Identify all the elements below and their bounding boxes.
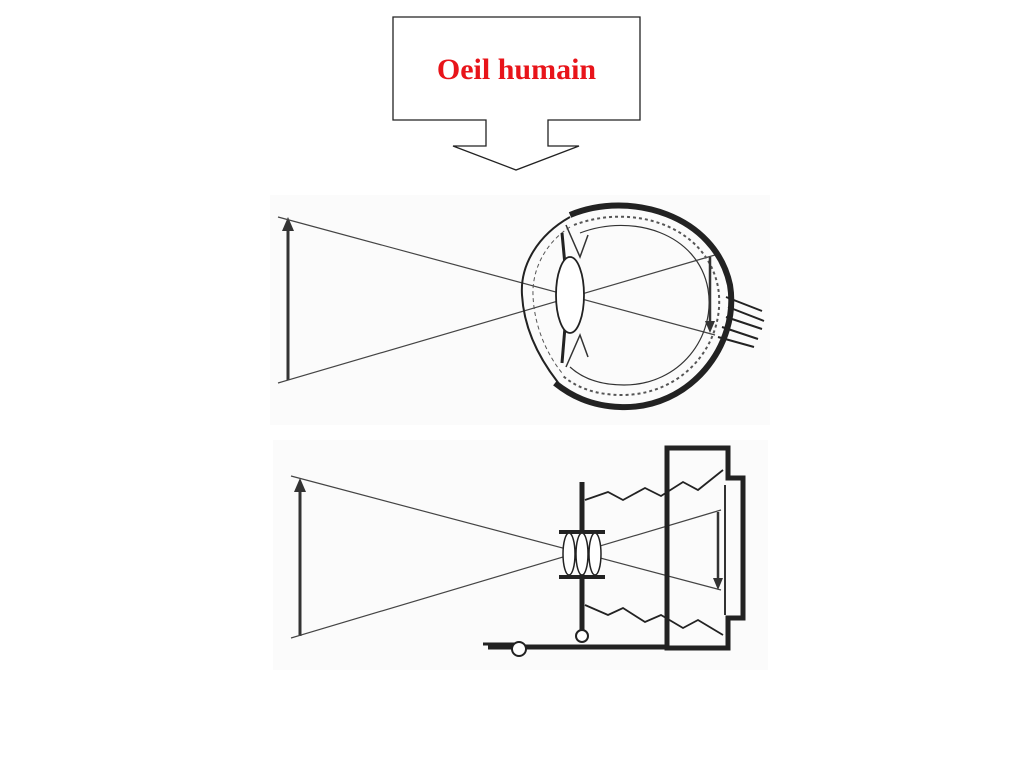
sclera bbox=[553, 202, 735, 411]
lens-element-2 bbox=[575, 532, 589, 576]
callout-outline bbox=[392, 16, 641, 171]
iris-bottom bbox=[560, 326, 567, 364]
cornea bbox=[520, 216, 571, 386]
rail-knob bbox=[511, 641, 527, 657]
bellows-bottom bbox=[584, 604, 724, 636]
ciliary-body-bottom bbox=[565, 332, 589, 368]
retina bbox=[569, 224, 710, 386]
lens-element-1 bbox=[562, 532, 576, 576]
light-ray-bottom bbox=[290, 509, 722, 639]
light-ray-top bbox=[277, 216, 716, 336]
crystalline-lens bbox=[555, 256, 585, 334]
stand-pivot bbox=[575, 629, 589, 643]
light-ray-top bbox=[290, 475, 722, 591]
optic-nerve bbox=[717, 296, 765, 348]
retinal-image-arrowhead bbox=[705, 321, 715, 333]
camera-diagram bbox=[273, 440, 768, 670]
object-arrowhead bbox=[282, 217, 294, 231]
callout-arrow-box bbox=[392, 16, 641, 171]
object-arrowhead bbox=[294, 478, 306, 492]
callout-title: Oeil humain bbox=[436, 53, 597, 86]
eye-diagram bbox=[270, 195, 770, 425]
cornea-inner bbox=[532, 226, 571, 374]
bellows-top bbox=[584, 469, 724, 502]
camera-back bbox=[664, 445, 746, 651]
light-ray-bottom bbox=[277, 254, 716, 384]
choroid bbox=[561, 215, 721, 397]
ciliary-body-top bbox=[565, 224, 589, 260]
film-image-arrowhead bbox=[713, 578, 723, 590]
lens-element-3 bbox=[588, 532, 602, 576]
